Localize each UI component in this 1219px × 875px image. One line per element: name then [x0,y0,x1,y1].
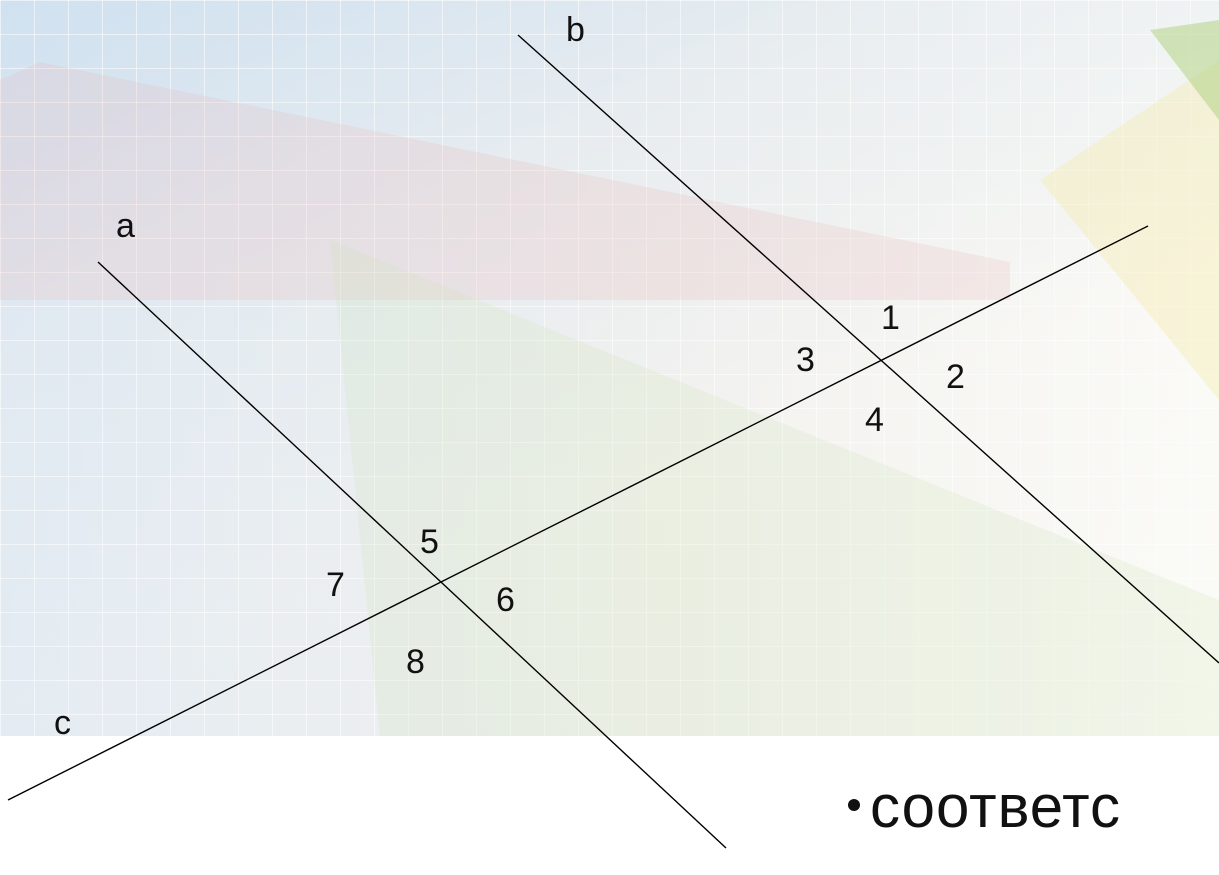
angle-label-4: 4 [865,401,884,439]
bullet-item: соответс [848,772,1121,841]
bg-shape-leaf [1150,20,1219,120]
background-grid [0,0,1219,736]
label-line-b: b [566,11,585,49]
bg-shape-yellow [1040,60,1219,400]
slide-background [0,0,1219,736]
label-line-a: a [116,207,135,245]
angle-label-7: 7 [326,566,345,604]
bg-shape-green [330,240,1219,736]
angle-label-2: 2 [946,358,965,396]
line-a [97,261,727,849]
line-c [7,225,1149,801]
angle-label-5: 5 [420,523,439,561]
label-line-c: c [54,704,71,742]
bullet-icon [848,799,860,812]
angle-label-8: 8 [406,643,425,681]
angle-label-6: 6 [496,581,515,619]
bullet-text: соответс [870,773,1121,840]
line-b [517,34,1219,664]
bg-shape-red [0,62,1010,300]
angle-label-1: 1 [881,299,900,337]
angle-label-3: 3 [796,341,815,379]
